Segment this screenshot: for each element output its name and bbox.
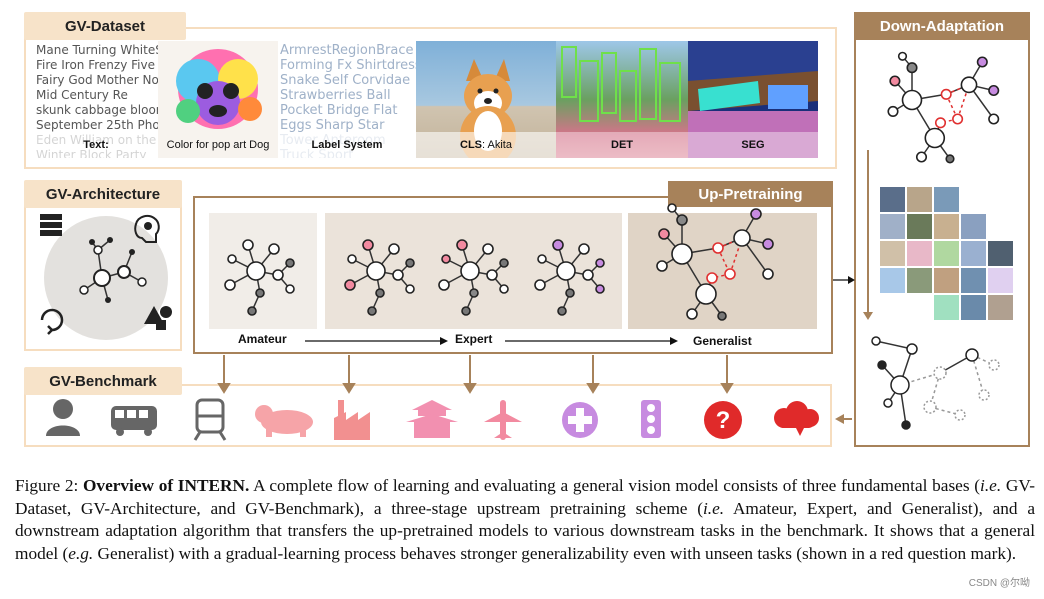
caption-ie-1: i.e. bbox=[980, 476, 1001, 495]
caption-label: Figure 2: bbox=[15, 476, 78, 495]
caption-eg: e.g. bbox=[68, 544, 93, 563]
caption-text-4: Generalist) with a gradual-learning proc… bbox=[93, 544, 1016, 563]
adapted-2-node bbox=[902, 421, 910, 429]
transfer-arrow bbox=[0, 0, 1044, 400]
caption-text-1: A complete flow of learning and evaluati… bbox=[249, 476, 980, 495]
adapted-2-node bbox=[924, 401, 936, 413]
figure-caption: Figure 2: Overview of INTERN. A complete… bbox=[15, 475, 1035, 565]
adapted-2-node bbox=[955, 410, 965, 420]
watermark: CSDN @尔呦 bbox=[969, 574, 1030, 589]
caption-title: Overview of INTERN. bbox=[83, 476, 249, 495]
adapted-2-node bbox=[884, 399, 892, 407]
caption-ie-2: i.e. bbox=[703, 499, 724, 518]
